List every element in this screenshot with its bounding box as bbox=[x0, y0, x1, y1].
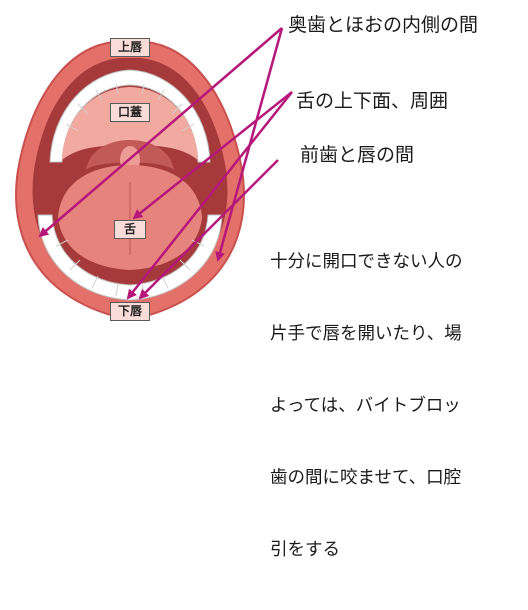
label-lower-lip: 下唇 bbox=[110, 302, 150, 321]
arrows bbox=[38, 27, 293, 300]
label-palate: 口蓋 bbox=[110, 103, 150, 122]
heading-tongue-surfaces: 舌の上下面、周囲 bbox=[296, 90, 449, 112]
oral-care-diagram: 上唇 口蓋 舌 下唇 奥歯とほおの内側の間 舌の上下面、周囲 前歯と唇の間 十分… bbox=[15, 14, 479, 560]
note-line: 歯の間に咬ませて、口腔 bbox=[270, 468, 462, 488]
arrow-tongue-1 bbox=[132, 91, 293, 220]
palate bbox=[62, 87, 198, 160]
label-upper-lip: 上唇 bbox=[110, 38, 150, 57]
heading-molars-cheek: 奥歯とほおの内側の間 bbox=[288, 14, 479, 36]
upper-teeth bbox=[49, 69, 211, 163]
arrow-front-teeth bbox=[138, 159, 279, 300]
note-line: よっては、バイトブロッ bbox=[270, 396, 461, 416]
arrow-tongue-2 bbox=[126, 91, 293, 300]
tooth-lines bbox=[55, 83, 205, 297]
note-line: 片手で唇を開いたり、場 bbox=[270, 324, 462, 344]
heading-front-teeth-lips: 前歯と唇の間 bbox=[300, 144, 415, 166]
note-paragraph: 十分に開口できない人の 片手で唇を開いたり、場 よっては、バイトブロッ 歯の間に… bbox=[270, 202, 463, 610]
note-line: 十分に開口できない人の bbox=[270, 252, 463, 272]
label-tongue: 舌 bbox=[114, 220, 146, 239]
open-mouth-illustration bbox=[15, 27, 293, 322]
note-line: 引をする bbox=[270, 540, 340, 560]
arrow-cheek-left bbox=[38, 27, 283, 238]
